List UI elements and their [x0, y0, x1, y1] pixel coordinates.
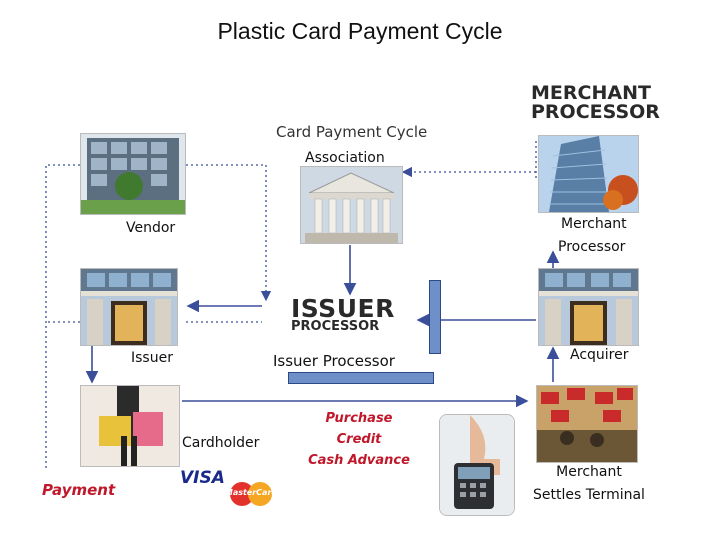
diagram-subtitle: Card Payment Cycle	[276, 123, 428, 141]
transaction-purchase: Purchase	[325, 411, 393, 426]
visa-logo: VISA	[180, 468, 225, 488]
cardholder-label: Cardholder	[182, 435, 260, 451]
issuer-bank-image	[80, 268, 178, 346]
transaction-cash-advance: Cash Advance	[308, 453, 410, 468]
mastercard-text: MasterCard	[224, 488, 278, 497]
merchant-processor-label-line1: Merchant	[561, 216, 627, 232]
association-label: Association	[305, 150, 385, 166]
acquirer-label: Acquirer	[570, 347, 629, 363]
mastercard-circles	[230, 482, 272, 506]
vendor-building-image	[80, 133, 186, 215]
skyscraper-image	[538, 135, 639, 213]
card-terminal-image	[439, 414, 515, 516]
shopper-image	[80, 385, 180, 467]
issuer-processor-logo: ISSUER PROCESSOR	[291, 296, 395, 333]
merchant-settles-label: Merchant Settles Terminal	[526, 461, 652, 507]
store-image	[536, 385, 638, 463]
payment-loop-line	[45, 164, 80, 470]
transaction-credit: Credit	[336, 432, 382, 447]
vendor-label: Vendor	[126, 220, 176, 236]
horizontal-bar	[288, 372, 434, 384]
issuer-label: Issuer	[131, 350, 173, 366]
mastercard-logo: MasterCard	[224, 481, 278, 507]
merchant-processor-label-line2: Processor	[558, 239, 626, 255]
merchant-processor-logo: MERCHANT PROCESSOR	[531, 84, 660, 122]
merchant-settles-line2: Settles Terminal	[533, 487, 645, 503]
vertical-bar	[429, 280, 441, 354]
merchant-processor-logo-line1: MERCHANT	[531, 82, 651, 104]
slide-title: Plastic Card Payment Cycle	[217, 18, 503, 44]
issuer-processor-label: Issuer Processor	[273, 352, 395, 370]
acquirer-bank-image	[538, 268, 639, 346]
merchant-settles-line1: Merchant	[556, 464, 622, 480]
transaction-types: Purchase Credit Cash Advance	[304, 408, 414, 471]
courthouse-image	[300, 166, 403, 244]
payment-label: Payment	[42, 481, 116, 499]
merchant-processor-logo-line2: PROCESSOR	[531, 101, 660, 123]
issuer-processor-logo-line2: PROCESSOR	[291, 319, 380, 334]
issuer-processor-logo-line1: ISSUER	[291, 294, 395, 323]
vendor-association-line	[186, 164, 272, 302]
merchant-processor-label: Merchant Processor	[558, 213, 627, 259]
